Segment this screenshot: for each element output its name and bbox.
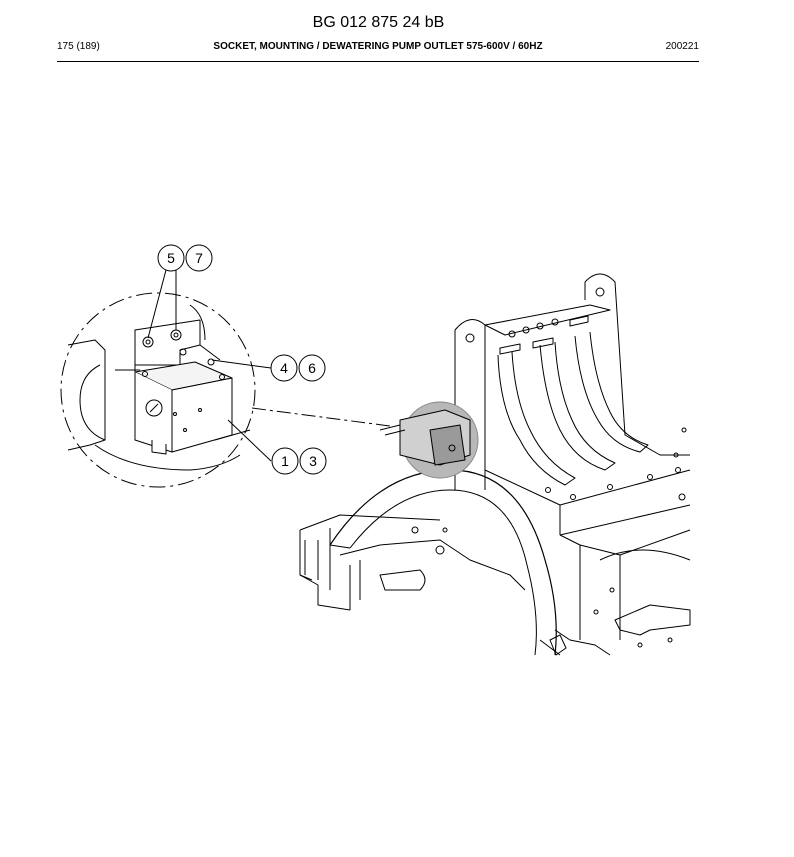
machine-frame — [299, 273, 691, 656]
page-number: 175 (189) — [57, 41, 100, 52]
callout-1-3: 1 3 — [271, 447, 327, 475]
document-number: BG 012 875 24 bB — [312, 14, 445, 31]
detail-leader-line — [251, 407, 391, 427]
callout-leaders — [147, 269, 272, 462]
header-rule — [57, 61, 699, 62]
callout-number: 4 — [280, 360, 288, 376]
callout-5-7: 5 7 — [157, 244, 213, 272]
document-code: 200221 — [665, 41, 699, 52]
callout-number: 5 — [167, 250, 175, 266]
callout-number: 1 — [281, 453, 289, 469]
sheet-title: SOCKET, MOUNTING / DEWATERING PUMP OUTLE… — [213, 41, 543, 52]
magnified-detail-view — [60, 292, 256, 488]
callout-4-6: 4 6 — [270, 354, 326, 382]
callout-number: 7 — [195, 250, 203, 266]
detail-location-highlight — [379, 401, 479, 479]
callout-number: 3 — [309, 453, 317, 469]
page-header: 175 (189) SOCKET, MOUNTING / DEWATERING … — [57, 41, 699, 55]
callout-number: 6 — [308, 360, 316, 376]
